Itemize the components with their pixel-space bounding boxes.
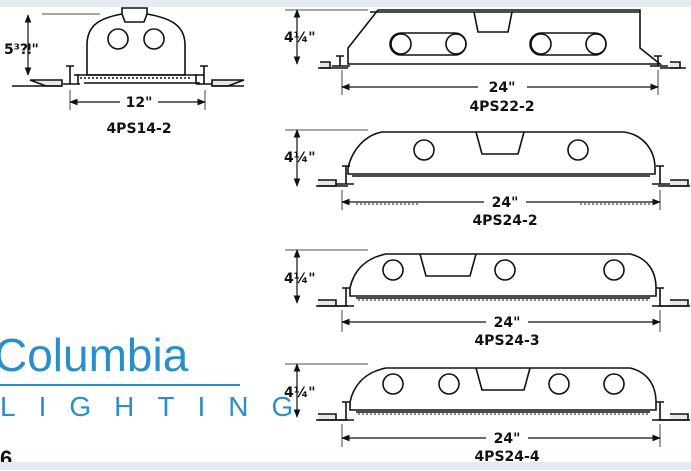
height-label-4ps24-4: 4¼" (284, 385, 316, 401)
model-label-4ps24-3: 4PS24-3 (474, 333, 539, 349)
brand-logo-subline: LIGHTING (0, 391, 317, 422)
bottom-band (0, 462, 691, 470)
model-label-4ps14-2: 4PS14-2 (106, 121, 171, 137)
brand-logo-wordmark: Columbia (0, 329, 189, 381)
fixture-4ps24-3 (285, 249, 690, 332)
width-label-4ps22-2: 24" (489, 80, 516, 96)
fixture-4ps24-4 (285, 363, 690, 447)
width-label-4ps24-2: 24" (492, 195, 519, 211)
brand-logo-rule (0, 384, 240, 386)
fixture-body-4ps24-2 (316, 131, 690, 187)
fixture-body-4ps22-2 (318, 9, 686, 69)
fixture-4ps24-2 (285, 129, 690, 210)
fixture-4ps14-2 (12, 7, 245, 110)
model-label-4ps24-4: 4PS24-4 (474, 449, 539, 465)
model-label-4ps24-2: 4PS24-2 (472, 213, 537, 229)
fixture-body-4ps24-3 (316, 253, 690, 307)
fixture-4ps22-2 (285, 9, 686, 95)
top-band (0, 0, 691, 7)
width-label-4ps14-2: 12" (126, 95, 153, 111)
fixture-body-4ps24-4 (316, 367, 690, 421)
height-label-4ps14-2: 5³⁈" (4, 42, 39, 58)
height-label-4ps24-3: 4¼" (284, 271, 316, 287)
fixture-body-4ps14-2 (12, 7, 245, 87)
model-label-4ps22-2: 4PS22-2 (469, 99, 534, 115)
width-label-4ps24-3: 24" (494, 315, 521, 331)
height-label-4ps22-2: 4¼" (284, 30, 316, 46)
width-label-4ps24-4: 24" (494, 431, 521, 447)
height-label-4ps24-2: 4¼" (284, 150, 316, 166)
